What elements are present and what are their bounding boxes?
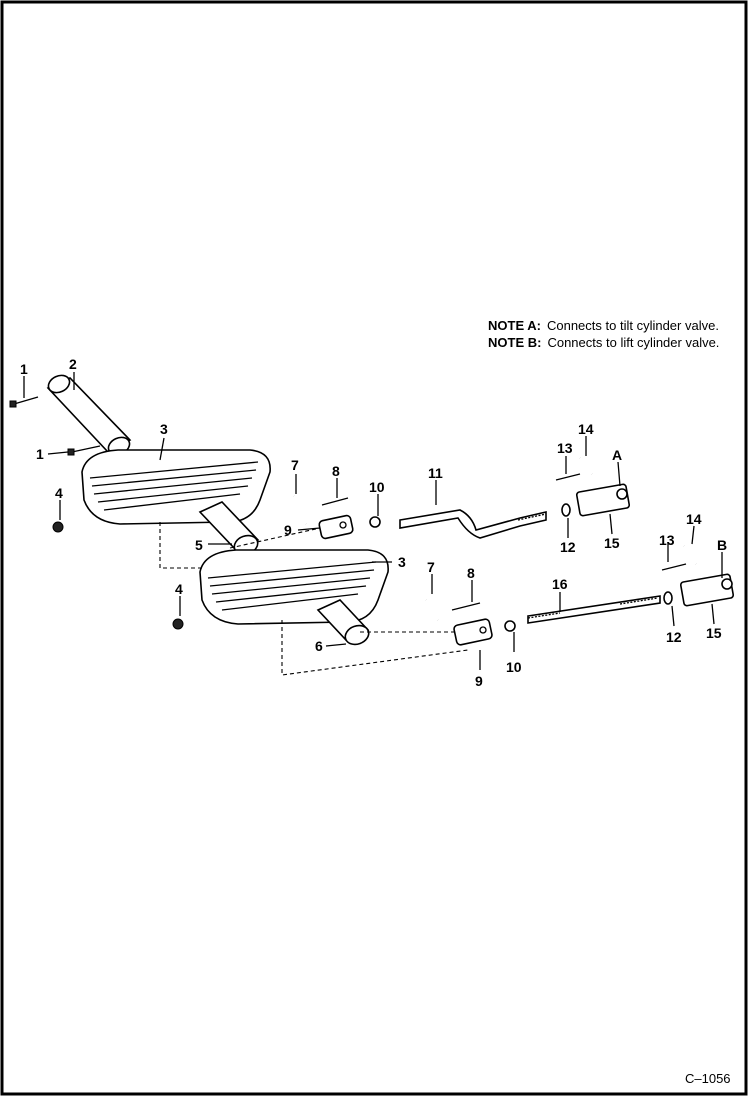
callout-13-upper: 13 xyxy=(557,440,573,456)
bushing-lower xyxy=(316,599,370,646)
clevis-upper-right xyxy=(575,483,631,517)
note-a-label: NOTE A: xyxy=(488,318,541,333)
bolt-lower xyxy=(67,445,101,456)
notes-block: NOTE A:Connects to tilt cylinder valve. … xyxy=(488,318,719,350)
callout-5: 5 xyxy=(195,537,203,553)
assembly-dashed-lines xyxy=(159,522,469,676)
leader-lines xyxy=(23,372,723,670)
callout-1-lower: 1 xyxy=(36,446,44,462)
cotter-pin-upper xyxy=(321,497,349,506)
callout-14-upper: 14 xyxy=(578,421,594,437)
callout-6: 6 xyxy=(315,638,323,654)
callout-11: 11 xyxy=(428,465,443,481)
svg-text:NOTE A:Connects to tilt cylind: NOTE A: Connects to tilt cylinder valve. xyxy=(488,318,719,333)
pedal-lower xyxy=(199,549,389,625)
callout-13-lower: 13 xyxy=(659,532,675,548)
callout-3-upper: 3 xyxy=(160,421,168,437)
callout-12-upper: 12 xyxy=(560,539,576,555)
cotter-pin-lower xyxy=(451,602,481,611)
callout-4-upper: 4 xyxy=(55,485,63,501)
screw-lower xyxy=(172,618,184,630)
callout-14-lower: 14 xyxy=(686,511,702,527)
callout-3-lower: 3 xyxy=(398,554,406,570)
note-b-text: Connects to lift cylinder valve. xyxy=(547,335,719,350)
pivot-tube xyxy=(46,374,132,456)
bolt-upper xyxy=(9,396,39,408)
callout-12-lower: 12 xyxy=(666,629,682,645)
washer-lower-right xyxy=(663,591,673,605)
callout-labels: 1 2 1 3 4 5 7 8 9 10 11 13 14 A 12 15 3 … xyxy=(20,356,727,689)
callout-8-upper: 8 xyxy=(332,463,340,479)
pin-upper xyxy=(292,495,308,525)
figure-number: C–1056 xyxy=(685,1071,731,1086)
callout-7-upper: 7 xyxy=(291,457,299,473)
callout-10-lower: 10 xyxy=(506,659,522,675)
clevis-upper xyxy=(318,514,354,540)
callout-9-upper: 9 xyxy=(284,522,292,538)
note-a-text: Connects to tilt cylinder valve. xyxy=(547,318,719,333)
callout-1-upper: 1 xyxy=(20,361,28,377)
screw-upper xyxy=(52,521,64,533)
cotter-pin-lower-right xyxy=(661,563,687,571)
callout-8-lower: 8 xyxy=(467,565,475,581)
cotter-pin-upper-right xyxy=(555,473,581,481)
callout-9-lower: 9 xyxy=(475,673,483,689)
callout-b: B xyxy=(717,537,727,553)
callout-15-lower: 15 xyxy=(706,625,722,641)
callout-a: A xyxy=(612,447,622,463)
callout-15-upper: 15 xyxy=(604,535,620,551)
control-rod-lower xyxy=(527,595,661,624)
nut-upper xyxy=(369,516,381,528)
nut-lower xyxy=(504,620,516,632)
callout-16: 16 xyxy=(552,576,568,592)
clevis-lower xyxy=(453,618,493,646)
callout-7-lower: 7 xyxy=(427,559,435,575)
callout-4-lower: 4 xyxy=(175,581,183,597)
pedal-upper xyxy=(81,449,271,525)
callout-10-upper: 10 xyxy=(369,479,385,495)
callout-2: 2 xyxy=(69,356,77,372)
note-b-label: NOTE B: xyxy=(488,335,541,350)
clevis-lower-right xyxy=(679,573,735,607)
washer-upper-right xyxy=(561,503,571,517)
control-rod-upper xyxy=(399,509,547,539)
pin-lower xyxy=(424,599,440,621)
svg-text:NOTE B:Connects to lift cylind: NOTE B: Connects to lift cylinder valve. xyxy=(488,335,719,350)
